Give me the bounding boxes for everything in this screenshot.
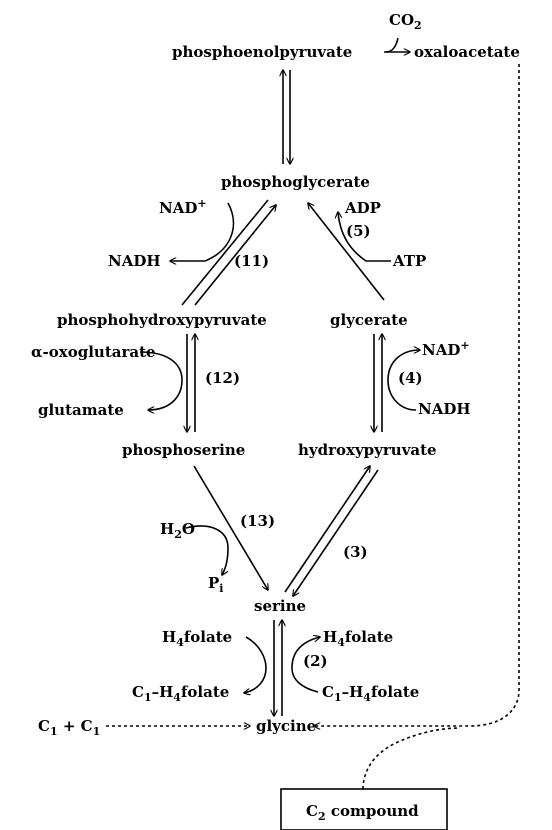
nadh-label-4: NADH [418, 400, 471, 418]
reaction-13-arrow [193, 465, 268, 590]
co2-label: CO2 [389, 11, 422, 32]
reaction-3-down-arrow [293, 469, 379, 596]
serine-label: serine [254, 597, 306, 615]
nad-plus-label-11: NAD+ [159, 197, 207, 217]
atp-to-adp-curve [338, 212, 391, 262]
reaction-2-label: (2) [303, 652, 328, 670]
adp-label: ADP [344, 199, 381, 217]
reaction-12-label: (12) [205, 369, 240, 387]
reaction-11-arrow [194, 205, 276, 306]
pi-label: Pi [208, 574, 223, 595]
c2-compound-box [280, 788, 448, 830]
c2-compound-dashed-connector [362, 727, 461, 790]
glycerate-label: glycerate [330, 311, 408, 329]
glycine-label: glycine [256, 717, 316, 735]
nadh-label-11: NADH [108, 252, 161, 270]
reaction-3-up-arrow [284, 466, 370, 593]
phosphoenolpyruvate-label: phosphoenolpyruvate [172, 43, 352, 61]
c1-h4folate-right-label: C1–H4folate [322, 683, 419, 704]
c1-plus-c1-label: C1 + C1 [38, 717, 100, 738]
h4folate-left-label: H4folate [162, 628, 232, 649]
c1-h4folate-left-label: C1–H4folate [132, 683, 229, 704]
reaction-5-label: (5) [346, 222, 371, 240]
alpha-oxoglutarate-label: α-oxoglutarate [31, 343, 156, 361]
reaction-5-arrow [308, 203, 385, 301]
reaction-3-label: (3) [343, 543, 368, 561]
co2-entry-curve [385, 37, 399, 53]
oxaloacetate-label: oxaloacetate [414, 43, 520, 61]
h2o-to-pi-curve [185, 525, 229, 575]
nad-plus-label-4: NAD+ [422, 339, 470, 359]
reaction-4-label: (4) [398, 369, 423, 387]
phosphoglycerate-label: phosphoglycerate [221, 173, 370, 191]
reaction-11-label: (11) [234, 252, 269, 270]
h4folate-to-c1h4folate-curve [244, 636, 267, 693]
reaction-11-line-a [181, 199, 269, 306]
h4folate-right-label: H4folate [323, 628, 393, 649]
atp-label: ATP [392, 252, 426, 270]
phosphoserine-label: phosphoserine [122, 441, 245, 459]
nad-to-nadh-curve [170, 202, 235, 261]
c1h4folate-to-h4folate-curve [291, 637, 320, 693]
oxoglutarate-to-glutamate-curve [139, 351, 183, 410]
c2-compound-label: C2 compound [306, 802, 419, 823]
reaction-13-label: (13) [240, 512, 275, 530]
oxaloacetate-to-glycine-dashed-arrow [314, 64, 520, 726]
hydroxypyruvate-label: hydroxypyruvate [298, 441, 437, 459]
glutamate-label: glutamate [38, 401, 124, 419]
phosphohydroxypyruvate-label: phosphohydroxypyruvate [57, 311, 267, 329]
nadh-to-nad-curve [387, 350, 420, 411]
h2o-label: H2O [160, 520, 195, 541]
